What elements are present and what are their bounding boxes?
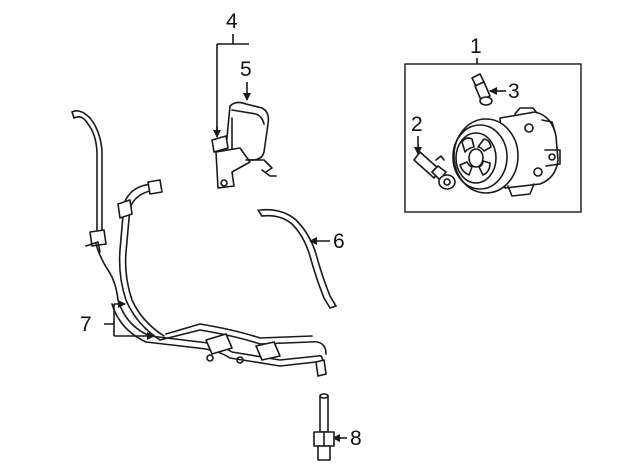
callout-6-group: 6 — [309, 230, 345, 253]
callout-5-group: 5 — [240, 58, 252, 101]
callout-8-label: 8 — [350, 427, 362, 450]
callout-1-label: 1 — [470, 35, 482, 58]
callout-2-label: 2 — [411, 113, 423, 136]
callout-3-group: 3 — [489, 80, 520, 103]
callout-8-group: 8 — [332, 427, 362, 450]
callout-3-label: 3 — [508, 80, 520, 103]
callout-1-group: 1 — [404, 35, 582, 213]
callout-7-group: 7 — [80, 300, 155, 340]
power-steering-pump — [452, 107, 561, 197]
callout-4-bracket — [216, 34, 249, 134]
pump-connector — [471, 73, 493, 106]
pressure-tube-assembly — [71, 110, 327, 377]
callout-5-label: 5 — [240, 58, 252, 81]
return-hose — [257, 208, 337, 309]
pump-assembly-box — [404, 63, 582, 213]
callout-4-label: 4 — [226, 10, 238, 33]
union-bolt — [313, 393, 335, 461]
pressure-fitting — [413, 151, 456, 190]
callout-7-label: 7 — [80, 313, 92, 336]
callout-4-group: 4 — [213, 10, 249, 138]
callout-7-bracket — [104, 304, 115, 336]
power-steering-reservoir — [211, 101, 277, 189]
callout-6-label: 6 — [333, 230, 345, 253]
callout-2-group: 2 — [411, 113, 423, 155]
